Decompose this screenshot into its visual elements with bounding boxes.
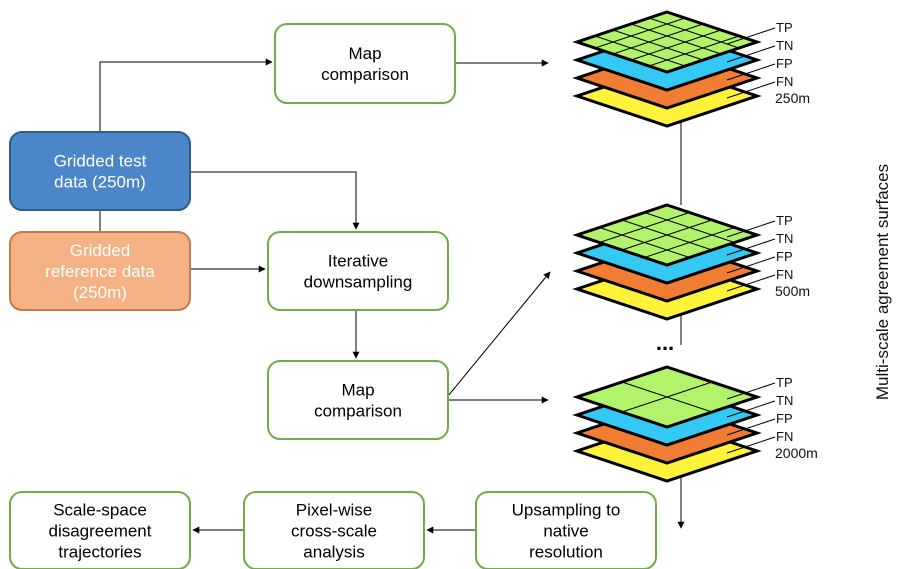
grid-line [644,212,735,243]
grid-line [612,23,704,55]
box-text-line: Gridded test [54,152,147,171]
box-text-line: Gridded [70,241,130,260]
box-text-line: reference data [45,262,155,281]
map-comparison-box-mid: Map comparison [267,360,449,440]
resolution-label: 2000m [775,445,818,461]
layer-label-fp: FP [776,411,793,426]
label-pointer [726,81,776,99]
arrow-test-to-map-comparison [99,58,273,132]
grid-line [621,381,713,413]
box-text-line: cross-scale [291,522,377,541]
grid-line [630,29,722,61]
grid-line [594,35,686,67]
layer-label-fp: FP [776,249,793,264]
gridded-reference-data-box: Gridded reference data (250m) [9,231,191,311]
pixel-wise-analysis-box: Pixel-wise cross-scale analysis [243,491,425,569]
box-text-line: Iterative [328,252,388,271]
label-pointer [726,418,776,436]
label-pointer [726,220,776,238]
ellipsis: ... [656,330,674,355]
gridded-test-data-box: Gridded test data (250m) [9,131,191,211]
box-text-line: Scale-space [53,501,147,520]
grid-line [648,17,740,49]
label-pointer [726,27,776,45]
box-text-line: native [543,522,588,541]
resolution-label: 250m [775,90,810,106]
label-pointer [726,436,776,454]
box-text-line: Pixel-wise [296,501,373,520]
map-comparison-box-top: Map comparison [274,23,456,104]
grid-line [648,35,740,67]
arrow-test-to-downsampling [190,171,360,230]
upsampling-box: Upsampling to native resolution [475,491,657,569]
arrow-map-comparison-to-500m [447,271,551,397]
label-pointer [726,238,776,256]
stack-500m: FN FP TN TP 500m [572,203,810,321]
resolution-label: 500m [775,283,810,299]
layer-label-tn: TN [776,38,793,53]
layer-label-fn: FN [776,267,793,282]
box-text-line: Upsampling to [512,501,621,520]
label-pointer [726,45,776,63]
layer-tp [572,10,762,74]
label-pointer [726,256,776,274]
box-text-line: Map [341,381,374,400]
box-text-line: data (250m) [54,173,146,192]
box-text-line: disagreement [48,522,151,541]
label-pointer [726,382,776,400]
layer-label-tn: TN [776,393,793,408]
layer-label-fp: FP [776,56,793,71]
grid-line [630,23,722,55]
box-text-line: downsampling [304,273,413,292]
layer-label-tp: TP [776,375,793,390]
layer-label-fn: FN [776,74,793,89]
label-pointer [726,274,776,292]
layer-label-tp: TP [776,20,793,35]
label-pointer [726,400,776,418]
side-label: Multi-scale agreement surfaces [873,164,892,400]
layer-label-tn: TN [776,231,793,246]
box-text-line: Map [348,44,381,63]
box-text-line: (250m) [73,283,127,302]
layer-label-fn: FN [776,429,793,444]
grid-line [612,29,704,61]
grid-line [594,17,686,49]
scale-space-trajectories-box: Scale-space disagreement trajectories [9,491,191,569]
box-text-line: comparison [321,65,409,84]
grid-line [621,219,713,251]
grid-line [644,227,735,258]
iterative-downsampling-box: Iterative downsampling [267,231,449,311]
box-text-line: trajectories [58,543,141,562]
layer-label-tp: TP [776,213,793,228]
label-pointer [726,63,776,81]
box-text-line: comparison [314,402,402,421]
stack-2000m: FN FP TN TP 2000m [572,365,818,483]
box-text-line: analysis [303,543,364,562]
stack-250m: FN FP TN TP 250m [572,10,810,128]
box-text-line: resolution [529,543,603,562]
